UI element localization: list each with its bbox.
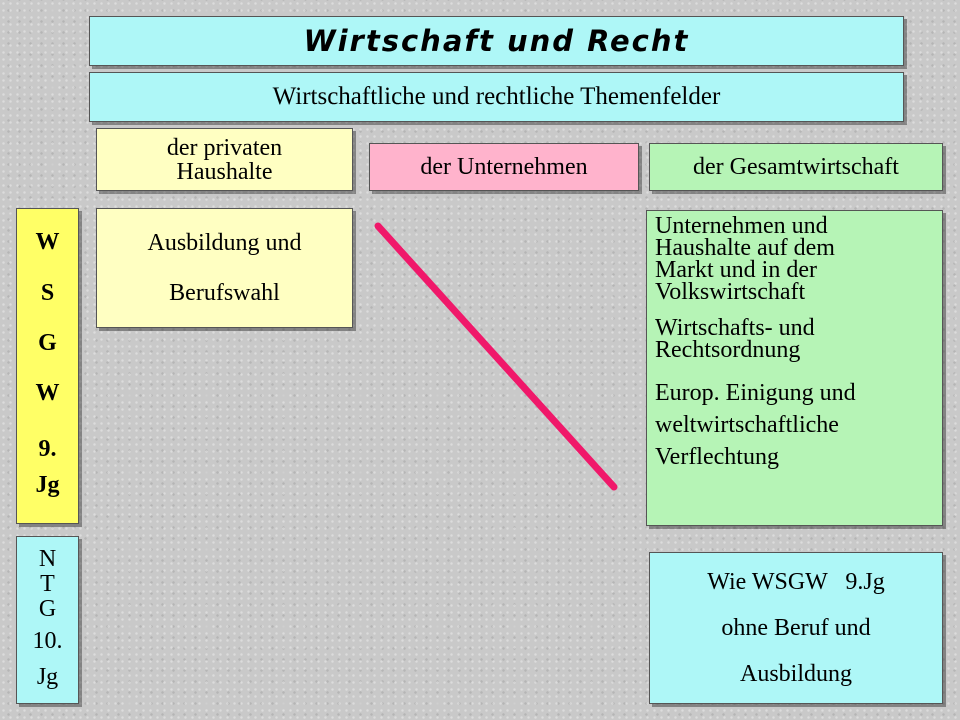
ntg-topic-line: ohne Beruf und	[721, 615, 871, 641]
subtitle: Wirtschaftliche und rechtliche Themenfel…	[89, 72, 904, 122]
main-title-text: Wirtschaft und Recht	[303, 24, 690, 58]
wsgw-letter: W	[35, 380, 60, 407]
wsgw-grade: 9. Jg	[35, 435, 60, 498]
cross-out-stroke	[374, 222, 618, 491]
ntg-letter: N	[38, 545, 57, 572]
header-private-households: der privaten Haushalte	[96, 128, 353, 191]
ntg-topics: Wie WSGW 9.Jg ohne Beruf und Ausbildung	[649, 552, 943, 704]
economy-topic-europe: Europ. Einigung und weltwirtschaftliche …	[655, 380, 856, 470]
header-companies: der Unternehmen	[369, 143, 639, 191]
header-economy-text: der Gesamtwirtschaft	[693, 153, 899, 180]
wsgw-9-label: W S G W 9. Jg	[16, 208, 79, 524]
topic-ausbildung: Ausbildung und Berufswahl	[96, 208, 353, 328]
ntg-grade: 10.	[32, 627, 63, 654]
economy-topic-market: Unternehmen und Haushalte auf dem Markt …	[655, 213, 835, 305]
subtitle-text: Wirtschaftliche und rechtliche Themenfel…	[272, 83, 721, 110]
main-title: Wirtschaft und Recht	[89, 16, 904, 66]
topic-ausbildung-line: Ausbildung und	[147, 230, 302, 256]
topic-ausbildung-line: Berufswahl	[169, 280, 280, 306]
wsgw-letter: S	[40, 279, 55, 306]
ntg-topic-line: Ausbildung	[739, 661, 852, 687]
wsgw-letter: G	[38, 329, 57, 356]
header-private-text: der privaten Haushalte	[166, 134, 283, 185]
ntg-10-label: N T G 10. Jg	[16, 536, 79, 704]
header-companies-text: der Unternehmen	[420, 153, 588, 180]
economy-topic-order: Wirtschafts- und Rechtsordnung	[655, 315, 815, 363]
wsgw-letter: W	[35, 229, 60, 256]
header-economy: der Gesamtwirtschaft	[649, 143, 943, 191]
ntg-grade-suffix: Jg	[36, 663, 59, 690]
ntg-letter: G	[38, 595, 57, 622]
ntg-letter: T	[40, 570, 55, 597]
economy-topics: Unternehmen und Haushalte auf dem Markt …	[646, 210, 943, 526]
ntg-topic-line: Wie WSGW 9.Jg	[707, 569, 885, 595]
